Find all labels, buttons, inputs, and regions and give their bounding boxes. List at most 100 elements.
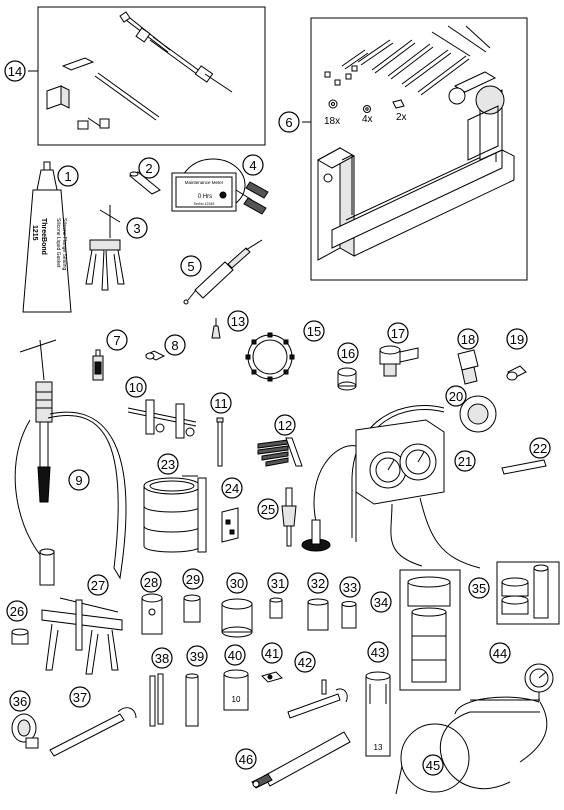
callout-12: 12 (274, 414, 296, 436)
tool-42-hook-wrench (287, 679, 348, 719)
callout-10: 10 (125, 376, 147, 398)
tube-label-desc2: Silicone Flange Sealing (61, 218, 67, 270)
tool-31-sleeve (269, 597, 283, 619)
callout-number: 16 (341, 346, 355, 361)
callout-15: 15 (303, 320, 325, 342)
tool-19-plug (506, 365, 527, 381)
callout-46: 46 (235, 748, 257, 770)
callout-circle (186, 645, 208, 667)
callout-number: 21 (458, 454, 472, 469)
tool-38-rods (149, 673, 164, 727)
callout-number: 3 (133, 221, 140, 236)
tool-10-holding-tool (127, 399, 197, 439)
tool-22-plastigage (501, 459, 547, 475)
callout-number: 4 (249, 158, 256, 173)
callout-33: 33 (339, 576, 361, 598)
callout-circle (422, 754, 444, 776)
callout-40: 40 (224, 644, 246, 666)
callout-11: 11 (210, 392, 232, 414)
callout-19: 19 (506, 328, 528, 350)
callout-circle (267, 572, 289, 594)
callout-circle (221, 477, 243, 499)
callout-circle (235, 748, 257, 770)
tool-16-sleeve (337, 367, 357, 391)
callout-number: 19 (510, 332, 524, 347)
callout-circle (227, 310, 249, 332)
callout-30: 30 (226, 572, 248, 594)
callout-24: 24 (221, 477, 243, 499)
callout-circle (224, 644, 246, 666)
tool-29-sleeve (183, 594, 201, 623)
callout-number: 12 (278, 418, 292, 433)
callout-21: 21 (454, 450, 476, 472)
tool-15-ring-tool (245, 332, 295, 382)
callout-number: 25 (261, 502, 275, 517)
callout-circle (106, 329, 128, 351)
callout-circle (151, 647, 173, 669)
callout-circle (140, 571, 162, 593)
callout-number: 29 (186, 572, 200, 587)
callout-circle (339, 576, 361, 598)
callout-circle (294, 651, 316, 673)
callout-circle (370, 591, 392, 613)
callout-number: 23 (161, 457, 175, 472)
callout-circle (468, 577, 490, 599)
callout-circle (138, 157, 160, 179)
tool-39-sleeve (185, 673, 199, 727)
callout-number: 30 (230, 576, 244, 591)
callout-18: 18 (457, 328, 479, 350)
callout-28: 28 (140, 571, 162, 593)
callout-number: 31 (271, 576, 285, 591)
count-2x: 2x (396, 112, 407, 123)
callout-20: 20 (445, 385, 467, 407)
callout-circle (68, 469, 90, 491)
callout-number: 27 (91, 578, 105, 593)
callout-34: 34 (370, 591, 392, 613)
callout-14: 14 (4, 60, 26, 82)
callout-circle (261, 642, 283, 664)
callout-circle (87, 574, 109, 596)
callout-number: 8 (171, 338, 178, 353)
callout-number: 1 (64, 169, 71, 184)
callout-number: 22 (533, 441, 547, 456)
tool-5-syringe (183, 239, 263, 305)
tool-18-plug (457, 349, 479, 385)
callout-circle (506, 328, 528, 350)
callout-number: 14 (8, 64, 22, 79)
callout-circle (210, 392, 232, 414)
meter-serial: SerNo 12345 (194, 202, 215, 206)
callout-circle (274, 414, 296, 436)
callout-number: 15 (307, 324, 321, 339)
tool-26-nut (11, 628, 29, 645)
callout-25: 25 (257, 498, 279, 520)
tool-6-engine-stand: 18x 4x 2x (302, 17, 528, 281)
callout-16: 16 (337, 342, 359, 364)
callout-8: 8 (164, 334, 186, 356)
callout-3: 3 (126, 217, 148, 239)
tool-17-adapter (379, 345, 419, 377)
tool-11-pin (216, 417, 224, 467)
tool-35-bearing-set (496, 561, 560, 625)
callout-number: 36 (13, 694, 27, 709)
callout-number: 43 (371, 645, 385, 660)
callout-circle (164, 334, 186, 356)
callout-number: 33 (343, 580, 357, 595)
callout-7: 7 (106, 329, 128, 351)
callout-circle (307, 572, 329, 594)
meter-value: 0 Hrs (198, 194, 212, 200)
callout-17: 17 (387, 322, 409, 344)
callout-number: 39 (190, 649, 204, 664)
tool-32-sleeve (307, 598, 329, 631)
callout-6: 6 (278, 111, 300, 133)
tool-40-socket: 10 (223, 669, 249, 711)
callout-circle (180, 255, 202, 277)
callout-43: 43 (367, 641, 389, 663)
callout-22: 22 (529, 437, 551, 459)
tool-24-gauge-plate (221, 507, 239, 543)
callout-circle (489, 642, 511, 664)
tool-30-sleeve (221, 598, 253, 638)
callout-number: 41 (265, 646, 279, 661)
count-4x: 4x (362, 114, 373, 125)
callout-39: 39 (186, 645, 208, 667)
